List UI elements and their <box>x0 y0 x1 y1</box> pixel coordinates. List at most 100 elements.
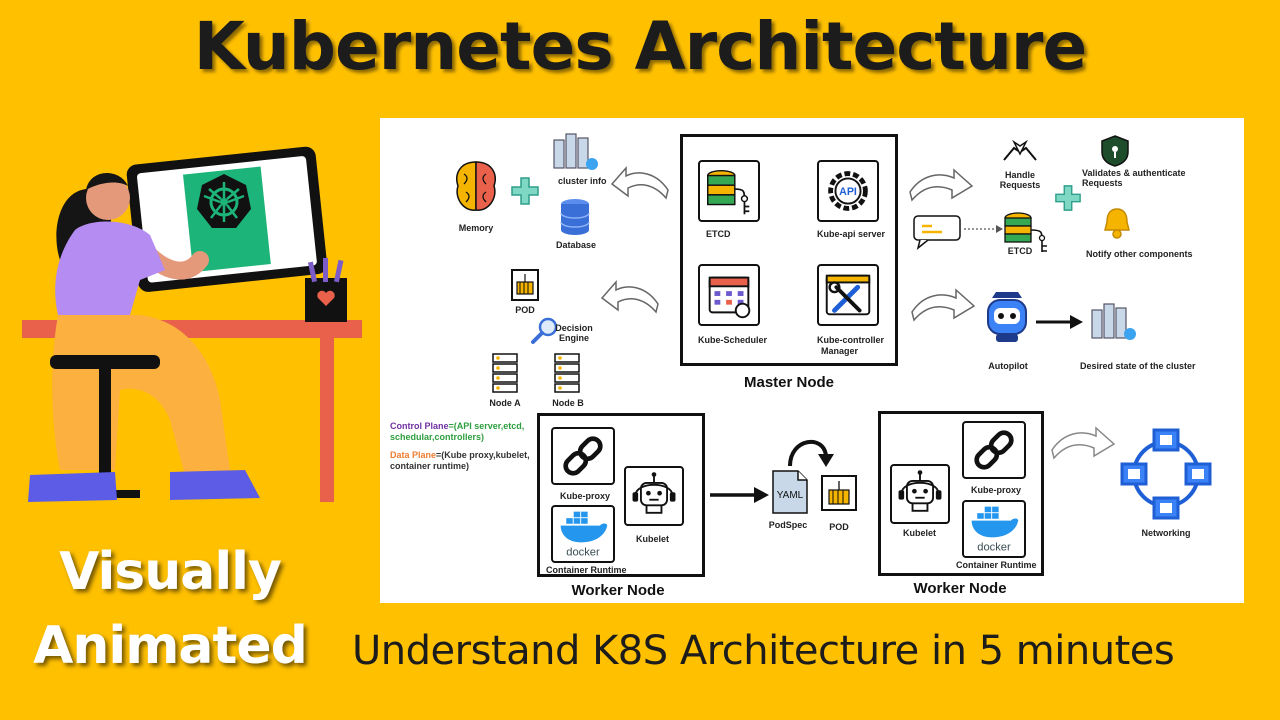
autopilot-label: Autopilot <box>988 361 1028 371</box>
node-b-label: Node B <box>552 398 584 408</box>
etcd-right-icon <box>1004 212 1047 252</box>
headset-robot-icon <box>632 472 676 514</box>
scheduler-component <box>698 264 760 326</box>
data-plane-value-1: =(Kube proxy,kubelet, <box>436 450 530 460</box>
kubelet-right-component <box>890 464 950 524</box>
controller-manager-label-1: Kube-controller <box>817 335 885 345</box>
worker-node-left-title: Worker Node <box>571 582 665 599</box>
control-plane-label: Control Plane <box>390 421 449 431</box>
controller-manager-label-2: Manager <box>821 346 859 356</box>
shield-icon <box>1101 135 1129 167</box>
scheduler-label: Kube-Scheduler <box>698 335 768 345</box>
docker-whale-icon: docker <box>971 506 1019 553</box>
node-a-label: Node A <box>489 398 521 408</box>
node-a-server-icon <box>492 353 518 393</box>
docker-left-text: docker <box>566 546 600 558</box>
control-plane-value-2: schedular,controllers) <box>390 432 485 442</box>
kubelet-left-label: Kubelet <box>636 534 670 544</box>
api-server-component: API <box>817 160 879 222</box>
servers-icon <box>553 133 598 170</box>
arrow-to-pod-icon <box>600 280 659 314</box>
networking-icon <box>1120 428 1212 520</box>
pod-middle-icon <box>821 475 857 511</box>
database-icon <box>707 169 750 215</box>
data-plane-value-2: container runtime) <box>390 461 470 471</box>
notify-label: Notify other components <box>1086 249 1193 259</box>
tools-icon <box>825 274 871 316</box>
container-runtime-right-label: Container Runtime <box>956 560 1037 570</box>
validates-label-1: Validates & authenticate <box>1082 168 1186 178</box>
networking-label: Networking <box>1141 528 1191 538</box>
kubelet-left-component <box>624 466 684 526</box>
kube-proxy-left-label: Kube-proxy <box>560 491 611 501</box>
decision-engine-label-1: Decision <box>555 323 593 333</box>
node-b-server-icon <box>554 353 580 393</box>
controller-manager-component <box>817 264 879 326</box>
svg-text:API: API <box>839 186 857 198</box>
chain-link-icon <box>974 430 1014 470</box>
plus-icon <box>511 177 539 205</box>
person-illustration <box>22 146 362 502</box>
etcd-label: ETCD <box>706 229 731 239</box>
docker-whale-icon: docker <box>560 511 608 558</box>
dotted-arrow-icon <box>964 225 1003 233</box>
chain-link-icon <box>563 436 603 476</box>
container-runtime-left-component: docker <box>551 505 615 563</box>
main-title: Kubernetes Architecture <box>193 8 1088 85</box>
yaml-text: YAML <box>777 490 804 501</box>
pod-icon <box>511 269 539 301</box>
podspec-label: PodSpec <box>768 520 808 530</box>
subtitle: Understand K8S Architecture in 5 minutes <box>352 628 1175 674</box>
validates-label-2: Requests <box>1082 178 1123 188</box>
api-server-label: Kube-api server <box>817 229 886 239</box>
plus-right-icon <box>1055 185 1081 211</box>
etcd-component <box>698 160 760 222</box>
decision-engine-label-2: Engine <box>558 333 590 343</box>
database-label: Database <box>555 240 597 250</box>
side-text-animated: Animated <box>33 616 308 676</box>
kube-proxy-right-label: Kube-proxy <box>971 485 1022 495</box>
control-plane-text: Control Plane=(API server,etcd, schedula… <box>390 421 524 443</box>
brain-icon <box>456 161 496 211</box>
side-text-visually: Visually <box>59 542 282 602</box>
calendar-icon <box>708 276 751 319</box>
container-runtime-left-label: Container Runtime <box>546 565 627 575</box>
pod-label-left: POD <box>515 305 535 315</box>
data-plane-label: Data Plane <box>390 450 437 460</box>
yaml-file-icon: YAML <box>772 470 808 514</box>
etcd-right-label: ETCD <box>1007 246 1033 256</box>
kubernetes-logo-icon <box>197 174 251 228</box>
arrow-to-left-info-icon <box>610 166 669 200</box>
arrow-to-autopilot-icon <box>911 288 976 322</box>
desired-state-servers-icon <box>1091 303 1136 340</box>
memory-label: Memory <box>458 223 494 233</box>
architecture-diagram-panel: Master Node ETCD API Kube-api server Kub… <box>380 118 1244 603</box>
handle-requests-label-2: Requests <box>999 180 1041 190</box>
magnifier-icon <box>531 317 558 344</box>
gear-icon: API <box>828 171 868 211</box>
data-plane-text: Data Plane=(Kube proxy,kubelet, containe… <box>390 450 530 472</box>
handle-requests-label-1: Handle <box>1004 170 1036 180</box>
pod-middle-label: POD <box>829 522 849 532</box>
handshake-icon <box>1003 139 1037 161</box>
autopilot-arrow-icon <box>1036 315 1083 329</box>
arrow-to-handle-requests-icon <box>909 168 974 202</box>
database-stack-icon <box>560 199 590 235</box>
curved-arrow-icon <box>788 439 834 467</box>
control-plane-value-1: =(API server,etcd, <box>448 421 525 431</box>
master-node-title: Master Node <box>743 374 835 391</box>
arrow-to-networking-icon <box>1051 426 1116 460</box>
worker-to-podspec-arrow-icon <box>710 487 769 503</box>
worker-node-right-title: Worker Node <box>913 580 1007 597</box>
kube-proxy-right-component <box>962 421 1026 479</box>
chat-bubble-icon <box>913 215 961 250</box>
desired-state-label: Desired state of the cluster <box>1080 361 1196 371</box>
bell-icon <box>1104 208 1130 239</box>
kubelet-right-label: Kubelet <box>903 528 937 538</box>
container-runtime-right-component: docker <box>962 500 1026 558</box>
headset-robot-icon <box>898 470 942 512</box>
robot-icon <box>987 292 1027 342</box>
kube-proxy-left-component <box>551 427 615 485</box>
cluster-info-label: cluster info <box>558 176 607 186</box>
docker-right-text: docker <box>977 541 1011 553</box>
